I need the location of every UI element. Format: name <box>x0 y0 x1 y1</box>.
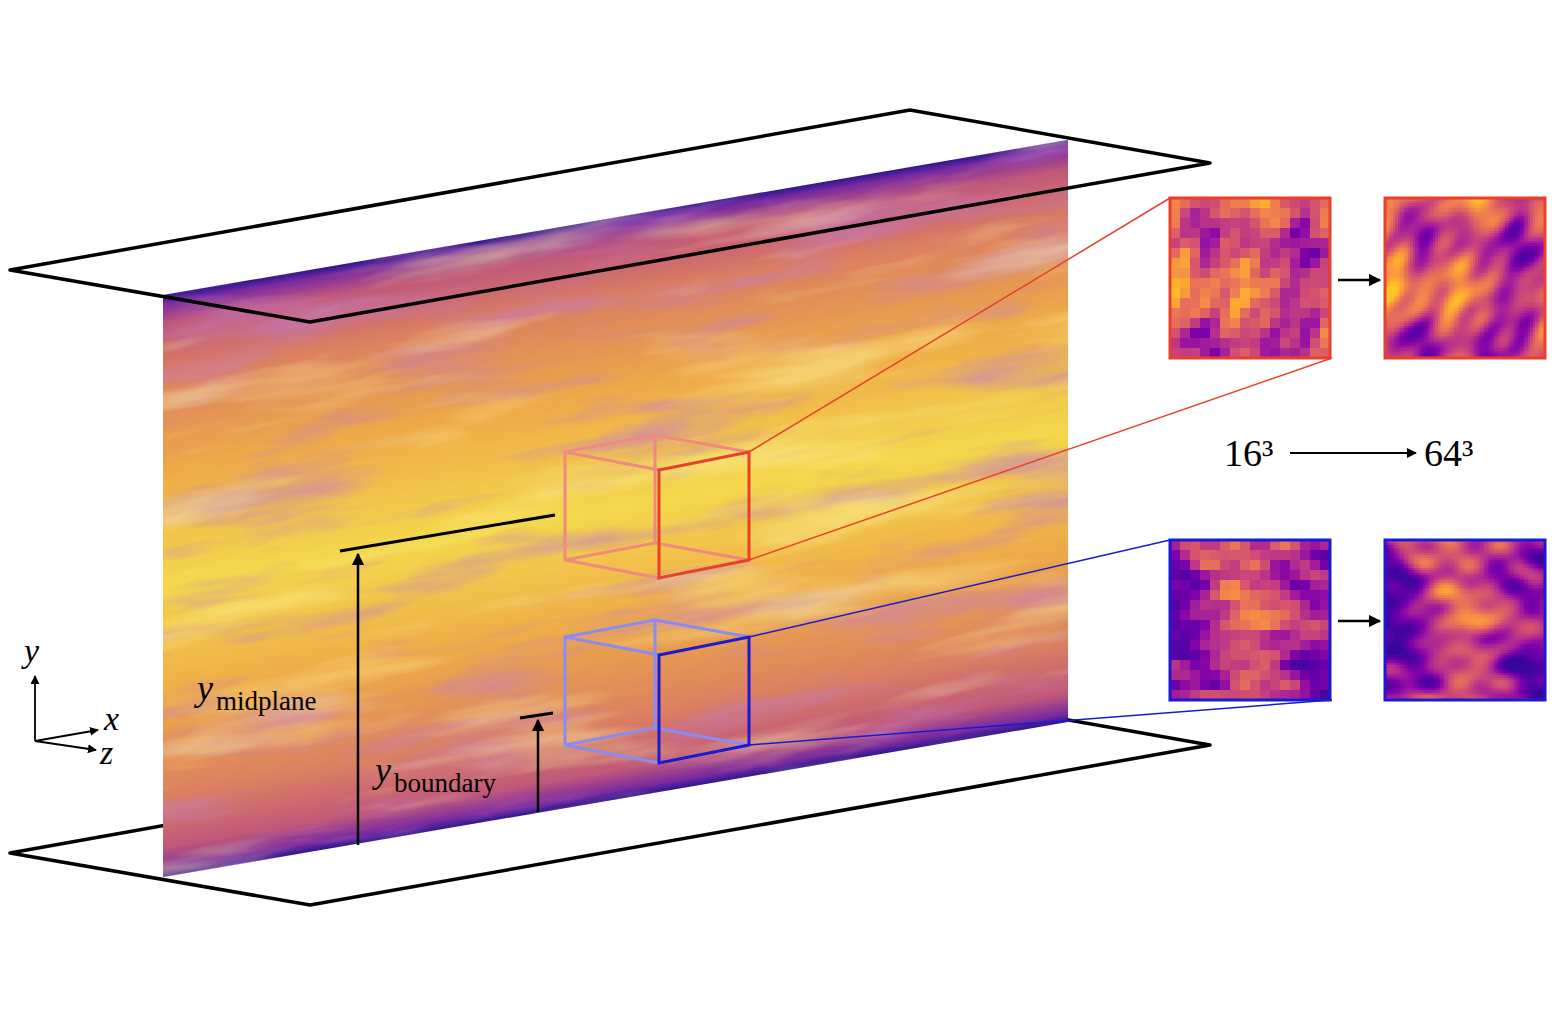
figure: 16³64³ymidplaneyboundaryyxz <box>0 0 1560 1018</box>
